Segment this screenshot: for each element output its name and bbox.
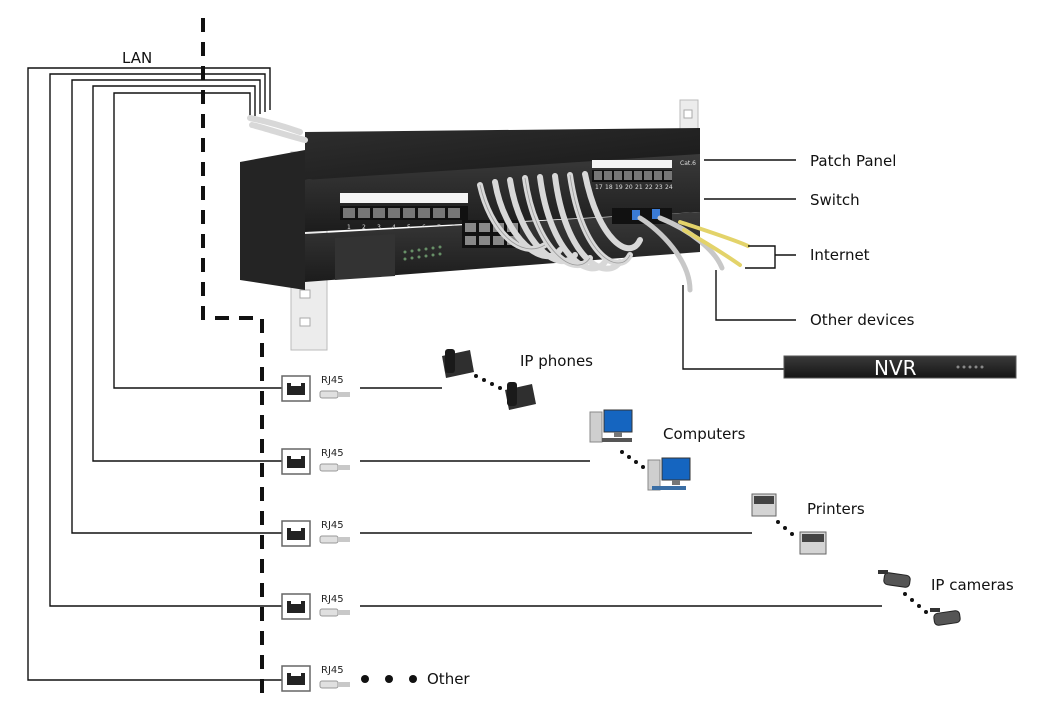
patch-panel-label: Patch Panel (810, 152, 896, 170)
patch-panel-ports-left: 1 2 3 4 5 6 7 8 (340, 193, 468, 231)
rj45-socket-2 (281, 448, 311, 475)
uplink-cables (637, 215, 750, 293)
printer-icon (751, 493, 777, 517)
patch-panel: 1 2 3 4 5 6 7 8 17 18 19 20 21 22 23 (305, 154, 700, 232)
ip-phone-icon (442, 349, 474, 378)
printers-label: Printers (807, 500, 865, 518)
ip-cameras-label: IP cameras (931, 576, 1014, 594)
rj45-socket-5 (281, 665, 311, 692)
other-dots (361, 675, 417, 683)
rj45-plug-5 (319, 680, 350, 689)
rj45-plug-1 (319, 390, 350, 399)
svg-text:4: 4 (392, 224, 396, 231)
rj45-plug-4 (319, 608, 350, 617)
svg-text:18: 18 (605, 184, 613, 191)
rj45-label-5: RJ45 (321, 665, 344, 676)
svg-text:2: 2 (362, 224, 366, 231)
patch-panel-ports-right: 17 18 19 20 21 22 23 24 Cat.6 (592, 160, 696, 191)
svg-text:19: 19 (615, 184, 623, 191)
rj45-label-1: RJ45 (321, 375, 344, 386)
nvr-label: NVR (874, 356, 917, 380)
rj45-socket-4 (281, 593, 311, 620)
rj45-label-3: RJ45 (321, 520, 344, 531)
nvr-device: NVR (783, 355, 1017, 380)
rack-chassis-back (240, 150, 305, 290)
svg-text:23: 23 (655, 184, 663, 191)
rj45-plug-2 (319, 463, 350, 472)
ip-camera-icon (878, 570, 911, 588)
ip-phones-label: IP phones (520, 352, 593, 370)
other-devices-label: Other devices (810, 311, 915, 329)
switch-label: Switch (810, 191, 860, 209)
svg-text:17: 17 (595, 184, 603, 191)
svg-text:22: 22 (645, 184, 653, 191)
device-lines (360, 387, 882, 607)
svg-text:Cat.6: Cat.6 (680, 160, 696, 167)
computers-label: Computers (663, 425, 746, 443)
ip-phone-icon-2 (505, 382, 536, 410)
lan-label: LAN (122, 49, 152, 67)
svg-text:20: 20 (625, 184, 633, 191)
internet-label: Internet (810, 246, 870, 264)
callout-lines (682, 159, 796, 370)
rj45-socket-3 (281, 520, 311, 547)
patch-cables-outline (479, 174, 631, 266)
rj45-label-4: RJ45 (321, 594, 344, 605)
rj45-plug-3 (319, 535, 350, 544)
svg-text:21: 21 (635, 184, 643, 191)
rj45-socket-1 (281, 375, 311, 402)
computer-icon (589, 409, 633, 443)
svg-text:3: 3 (377, 224, 381, 231)
svg-text:5: 5 (407, 224, 411, 231)
printer-icon-2 (799, 531, 827, 555)
rj45-label-2: RJ45 (321, 448, 344, 459)
svg-text:1: 1 (347, 224, 351, 231)
svg-text:24: 24 (665, 184, 673, 191)
ip-camera-icon-2 (930, 608, 961, 626)
cable-duct-dashed (201, 18, 264, 700)
computer-icon-2 (647, 457, 691, 491)
dotted-links (474, 374, 928, 614)
lan-lines (27, 67, 282, 681)
other-label: Other (427, 670, 470, 688)
